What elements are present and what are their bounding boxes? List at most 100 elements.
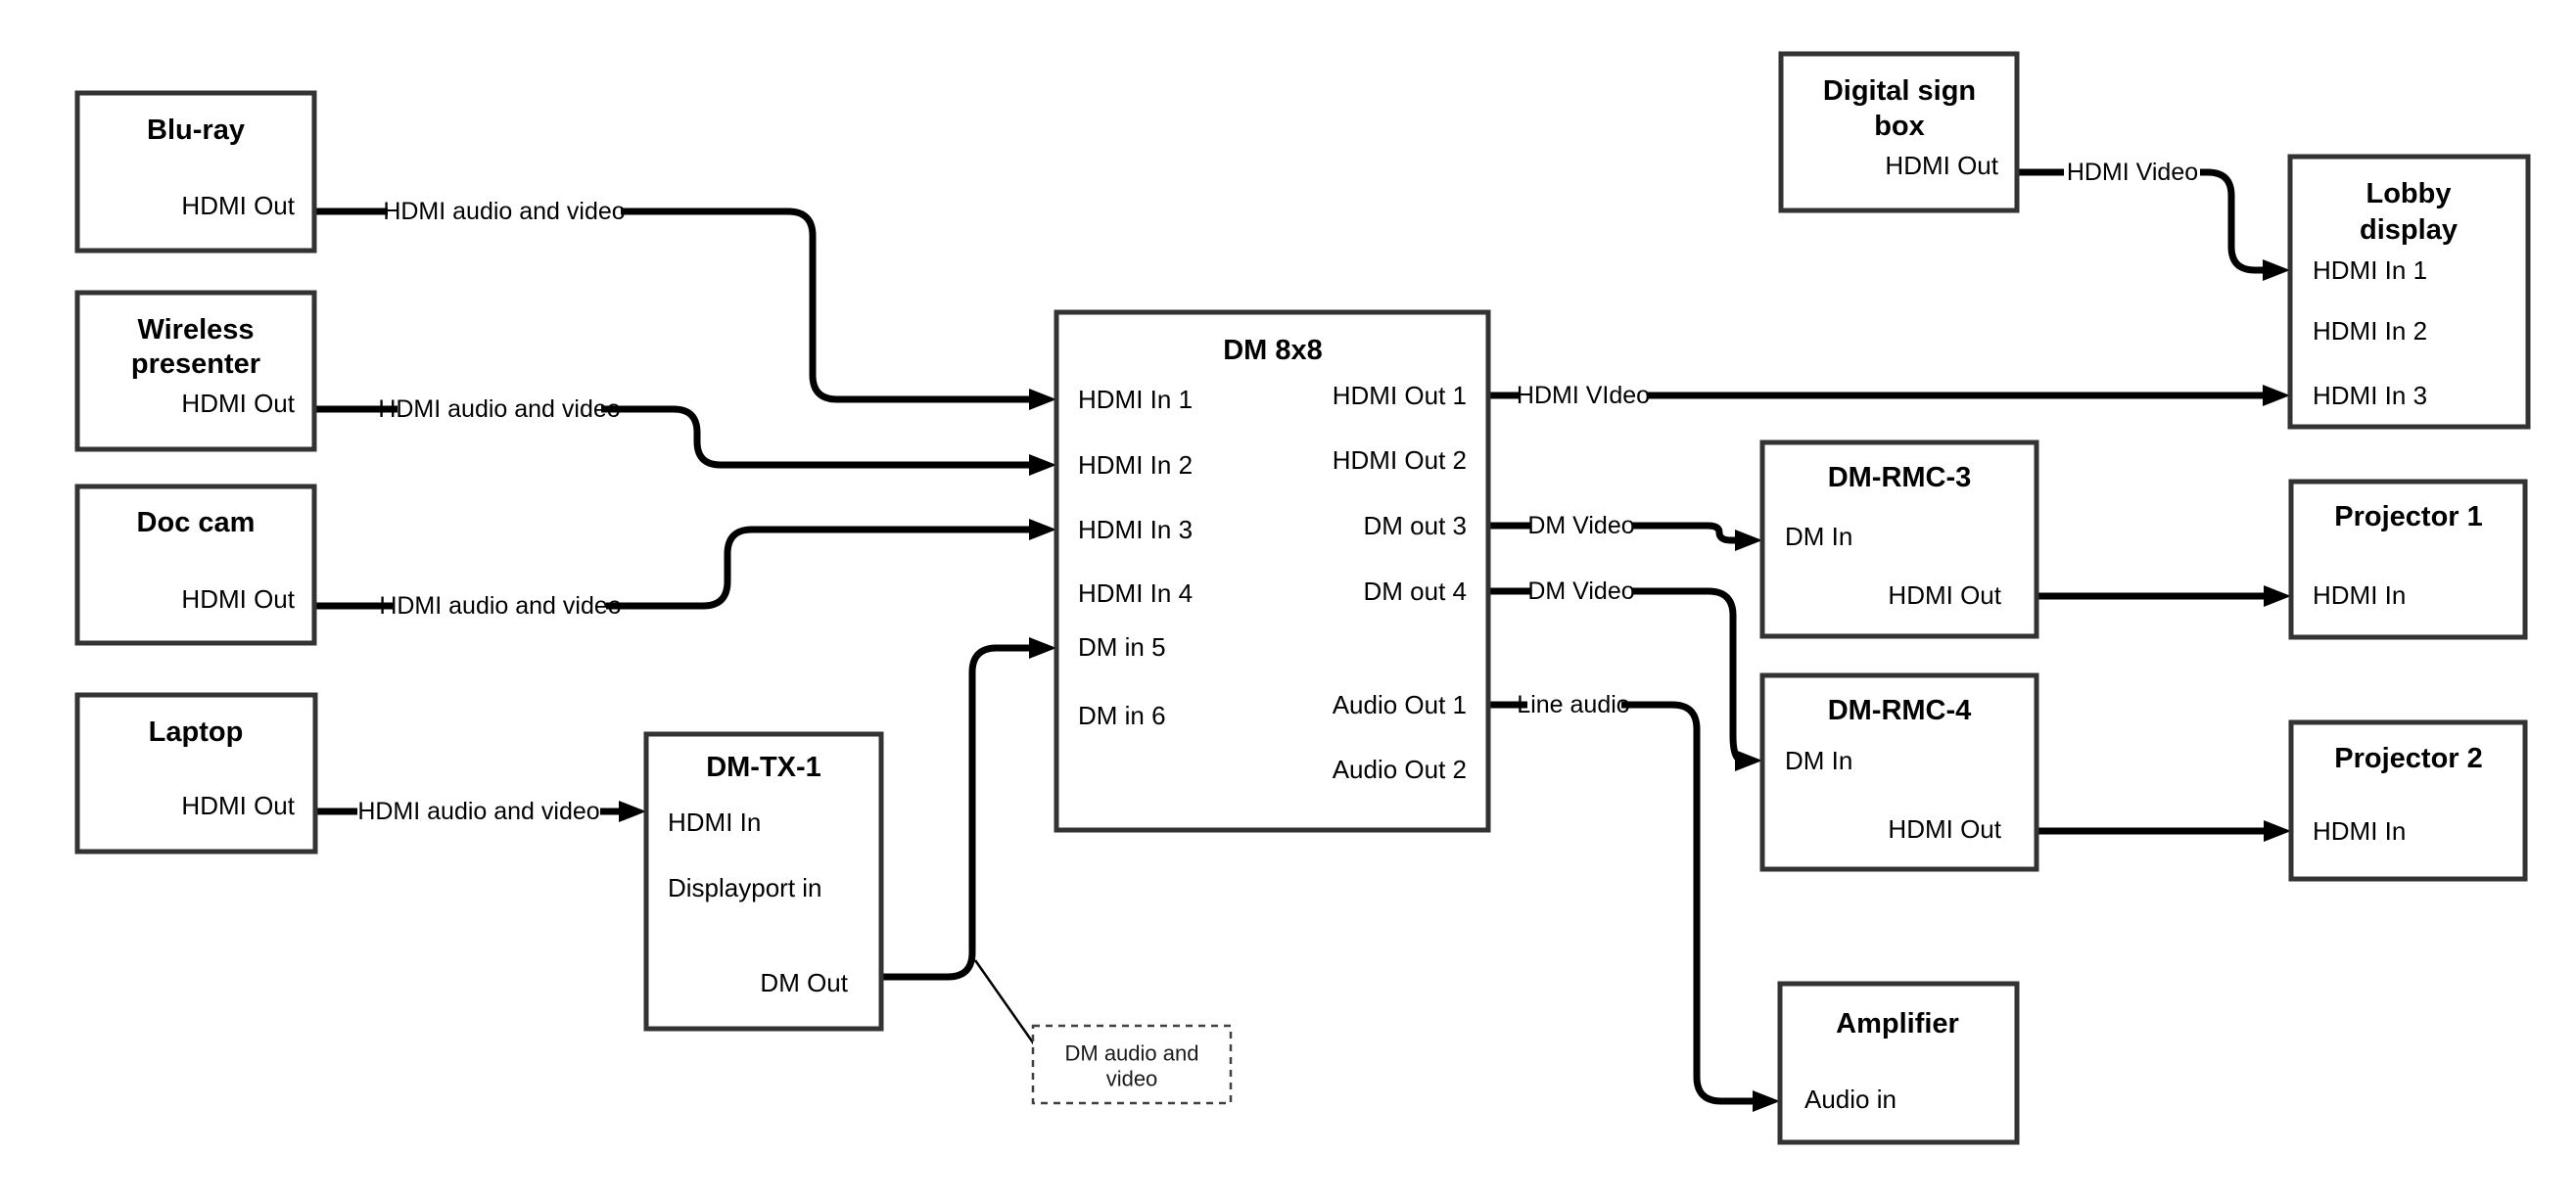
node-proj1-title: Projector 1 (2334, 501, 2483, 532)
node-lobby-display: Lobby display HDMI In 1 HDMI In 2 HDMI I… (2287, 154, 2531, 430)
node-proj1-box (2288, 479, 2528, 640)
node-dm8x8-port-hdmi-in-2: HDMI In 2 (1078, 450, 1193, 480)
node-lobby-box (2287, 154, 2531, 430)
note-text-line1: DM audio and (1065, 1041, 1199, 1066)
node-doccam-port-hdmi-out: HDMI Out (181, 584, 295, 614)
node-dm8x8-port-audio-out-2: Audio Out 2 (1333, 755, 1467, 784)
wire-label-dmout3: DM Video (1527, 512, 1634, 539)
wire-label-bluray: HDMI audio and video (383, 198, 625, 225)
node-dm8x8-port-hdmi-out-2: HDMI Out 2 (1333, 445, 1467, 475)
wire-bluray-seg2 (621, 208, 1034, 403)
node-amplifier-title: Amplifier (1836, 1008, 1959, 1039)
wire-label-doccam: HDMI audio and video (379, 592, 621, 620)
wire-dmtx1-dmout (881, 644, 1034, 981)
node-doccam-box (74, 484, 317, 646)
node-dmtx1-box (643, 731, 884, 1032)
node-proj1-port-hdmi-in: HDMI In (2313, 580, 2406, 610)
node-lobby-port-hdmi-in-3: HDMI In 3 (2313, 381, 2427, 410)
wire-dmout4-seg2 (1632, 587, 1744, 764)
node-dmtx1-port-dm-out: DM Out (760, 968, 848, 997)
node-laptop-title: Laptop (149, 716, 244, 748)
node-dm8x8-title: DM 8x8 (1223, 335, 1323, 366)
node-rmc4: DM-RMC-4 DM In HDMI Out (1759, 672, 2039, 872)
node-lobby-port-hdmi-in-1: HDMI In 1 (2313, 255, 2427, 285)
node-bluray-box (74, 90, 317, 254)
node-wireless-port-hdmi-out: HDMI Out (181, 389, 295, 418)
arrowhead-rmc4-dmin-icon (1735, 750, 1762, 771)
wire-doccam-seg2 (606, 526, 1034, 610)
node-digitalsign: Digital sign box HDMI Out (1778, 51, 2020, 213)
node-dm8x8-box (1054, 309, 1491, 833)
node-proj2-title: Projector 2 (2334, 743, 2483, 774)
node-rmc4-port-dm-in: DM In (1785, 746, 1852, 775)
wire-wireless-seg2 (601, 405, 1034, 469)
node-rmc3-port-dm-in: DM In (1785, 522, 1852, 551)
node-proj2-port-hdmi-in: HDMI In (2313, 816, 2406, 846)
node-doccam: Doc cam HDMI Out (74, 484, 317, 646)
arrowhead-dm8x8-in3-icon (1029, 519, 1056, 540)
arrowhead-dm8x8-in1-icon (1029, 389, 1056, 410)
node-dm8x8-port-hdmi-in-4: HDMI In 4 (1078, 578, 1193, 608)
note-leader-line (973, 959, 1037, 1046)
node-wireless-presenter: Wireless presenter HDMI Out (74, 290, 317, 452)
note-text-line2: video (1106, 1067, 1158, 1091)
node-dmtx1: DM-TX-1 HDMI In Displayport in DM Out (643, 731, 884, 1032)
node-amplifier-box (1777, 981, 2020, 1145)
node-proj1: Projector 1 HDMI In (2288, 479, 2528, 640)
node-rmc3-box (1759, 439, 2039, 639)
wire-digitalsign-seg2 (2200, 168, 2267, 274)
wire-label-dmout4: DM Video (1527, 577, 1634, 605)
arrowhead-dm8x8-in5-icon (1029, 637, 1056, 659)
node-dm8x8-port-dm-in-6: DM in 6 (1078, 701, 1166, 730)
node-digitalsign-title-line2: box (1874, 111, 1925, 142)
arrowhead-proj2-hdmiin-icon (2264, 820, 2291, 842)
node-bluray: Blu-ray HDMI Out (74, 90, 317, 254)
node-laptop: Laptop HDMI Out (74, 692, 318, 855)
node-bluray-port-hdmi-out: HDMI Out (181, 191, 295, 220)
node-dm8x8: DM 8x8 HDMI In 1 HDMI In 2 HDMI In 3 HDM… (1054, 309, 1491, 833)
wire-label-digitalsign: HDMI Video (2067, 159, 2198, 186)
node-dm8x8-port-hdmi-out-1: HDMI Out 1 (1333, 381, 1467, 410)
arrowhead-rmc3-dmin-icon (1735, 530, 1762, 551)
arrowhead-lobby-in3-icon (2263, 385, 2290, 406)
arrowhead-amp-audioin-icon (1753, 1090, 1780, 1112)
node-dmtx1-port-hdmi-in: HDMI In (668, 808, 761, 837)
wire-dmout3-seg2 (1632, 522, 1740, 544)
wire-audioout1-seg2 (1621, 701, 1756, 1105)
wire-label-hdmiout1: HDMI VIdeo (1517, 382, 1650, 409)
node-amplifier-port-audio-in: Audio in (1804, 1085, 1897, 1114)
node-lobby-port-hdmi-in-2: HDMI In 2 (2313, 316, 2427, 346)
node-laptop-box (74, 692, 318, 855)
arrowhead-dm8x8-in2-icon (1029, 454, 1056, 476)
node-dm8x8-port-hdmi-in-1: HDMI In 1 (1078, 385, 1193, 414)
node-lobby-title-line2: display (2360, 214, 2458, 246)
note-box (1031, 1024, 1233, 1105)
arrowhead-proj1-hdmiin-icon (2264, 585, 2291, 607)
node-dmtx1-port-displayport-in: Displayport in (668, 873, 822, 902)
node-rmc4-title: DM-RMC-4 (1828, 695, 1972, 726)
node-amplifier: Amplifier Audio in (1777, 981, 2020, 1145)
node-wireless-title-line2: presenter (131, 348, 260, 380)
wires (314, 168, 2291, 1112)
wire-labels: HDMI audio and video HDMI audio and vide… (357, 159, 2198, 825)
arrowhead-dmtx1-hdmiin-icon (619, 801, 646, 822)
node-rmc3-port-hdmi-out: HDMI Out (1888, 580, 2001, 610)
node-rmc3-title: DM-RMC-3 (1828, 462, 1972, 493)
node-dm8x8-port-dm-out-4: DM out 4 (1364, 577, 1468, 606)
arrowhead-lobby-in1-icon (2263, 259, 2290, 281)
node-rmc4-port-hdmi-out: HDMI Out (1888, 814, 2001, 844)
wire-label-audioout1: Line audio (1517, 691, 1629, 718)
node-digitalsign-port-hdmi-out: HDMI Out (1885, 151, 1998, 180)
node-laptop-port-hdmi-out: HDMI Out (181, 791, 295, 820)
node-dm8x8-port-dm-in-5: DM in 5 (1078, 632, 1166, 662)
node-wireless-box (74, 290, 317, 452)
node-digitalsign-box (1778, 51, 2020, 213)
node-bluray-title: Blu-ray (147, 115, 245, 146)
wire-label-wireless: HDMI audio and video (378, 395, 620, 423)
node-dmtx1-title: DM-TX-1 (706, 752, 821, 783)
node-dm8x8-port-hdmi-in-3: HDMI In 3 (1078, 515, 1193, 544)
node-lobby-title-line1: Lobby (2366, 178, 2452, 209)
node-digitalsign-title-line1: Digital sign (1823, 75, 1976, 107)
